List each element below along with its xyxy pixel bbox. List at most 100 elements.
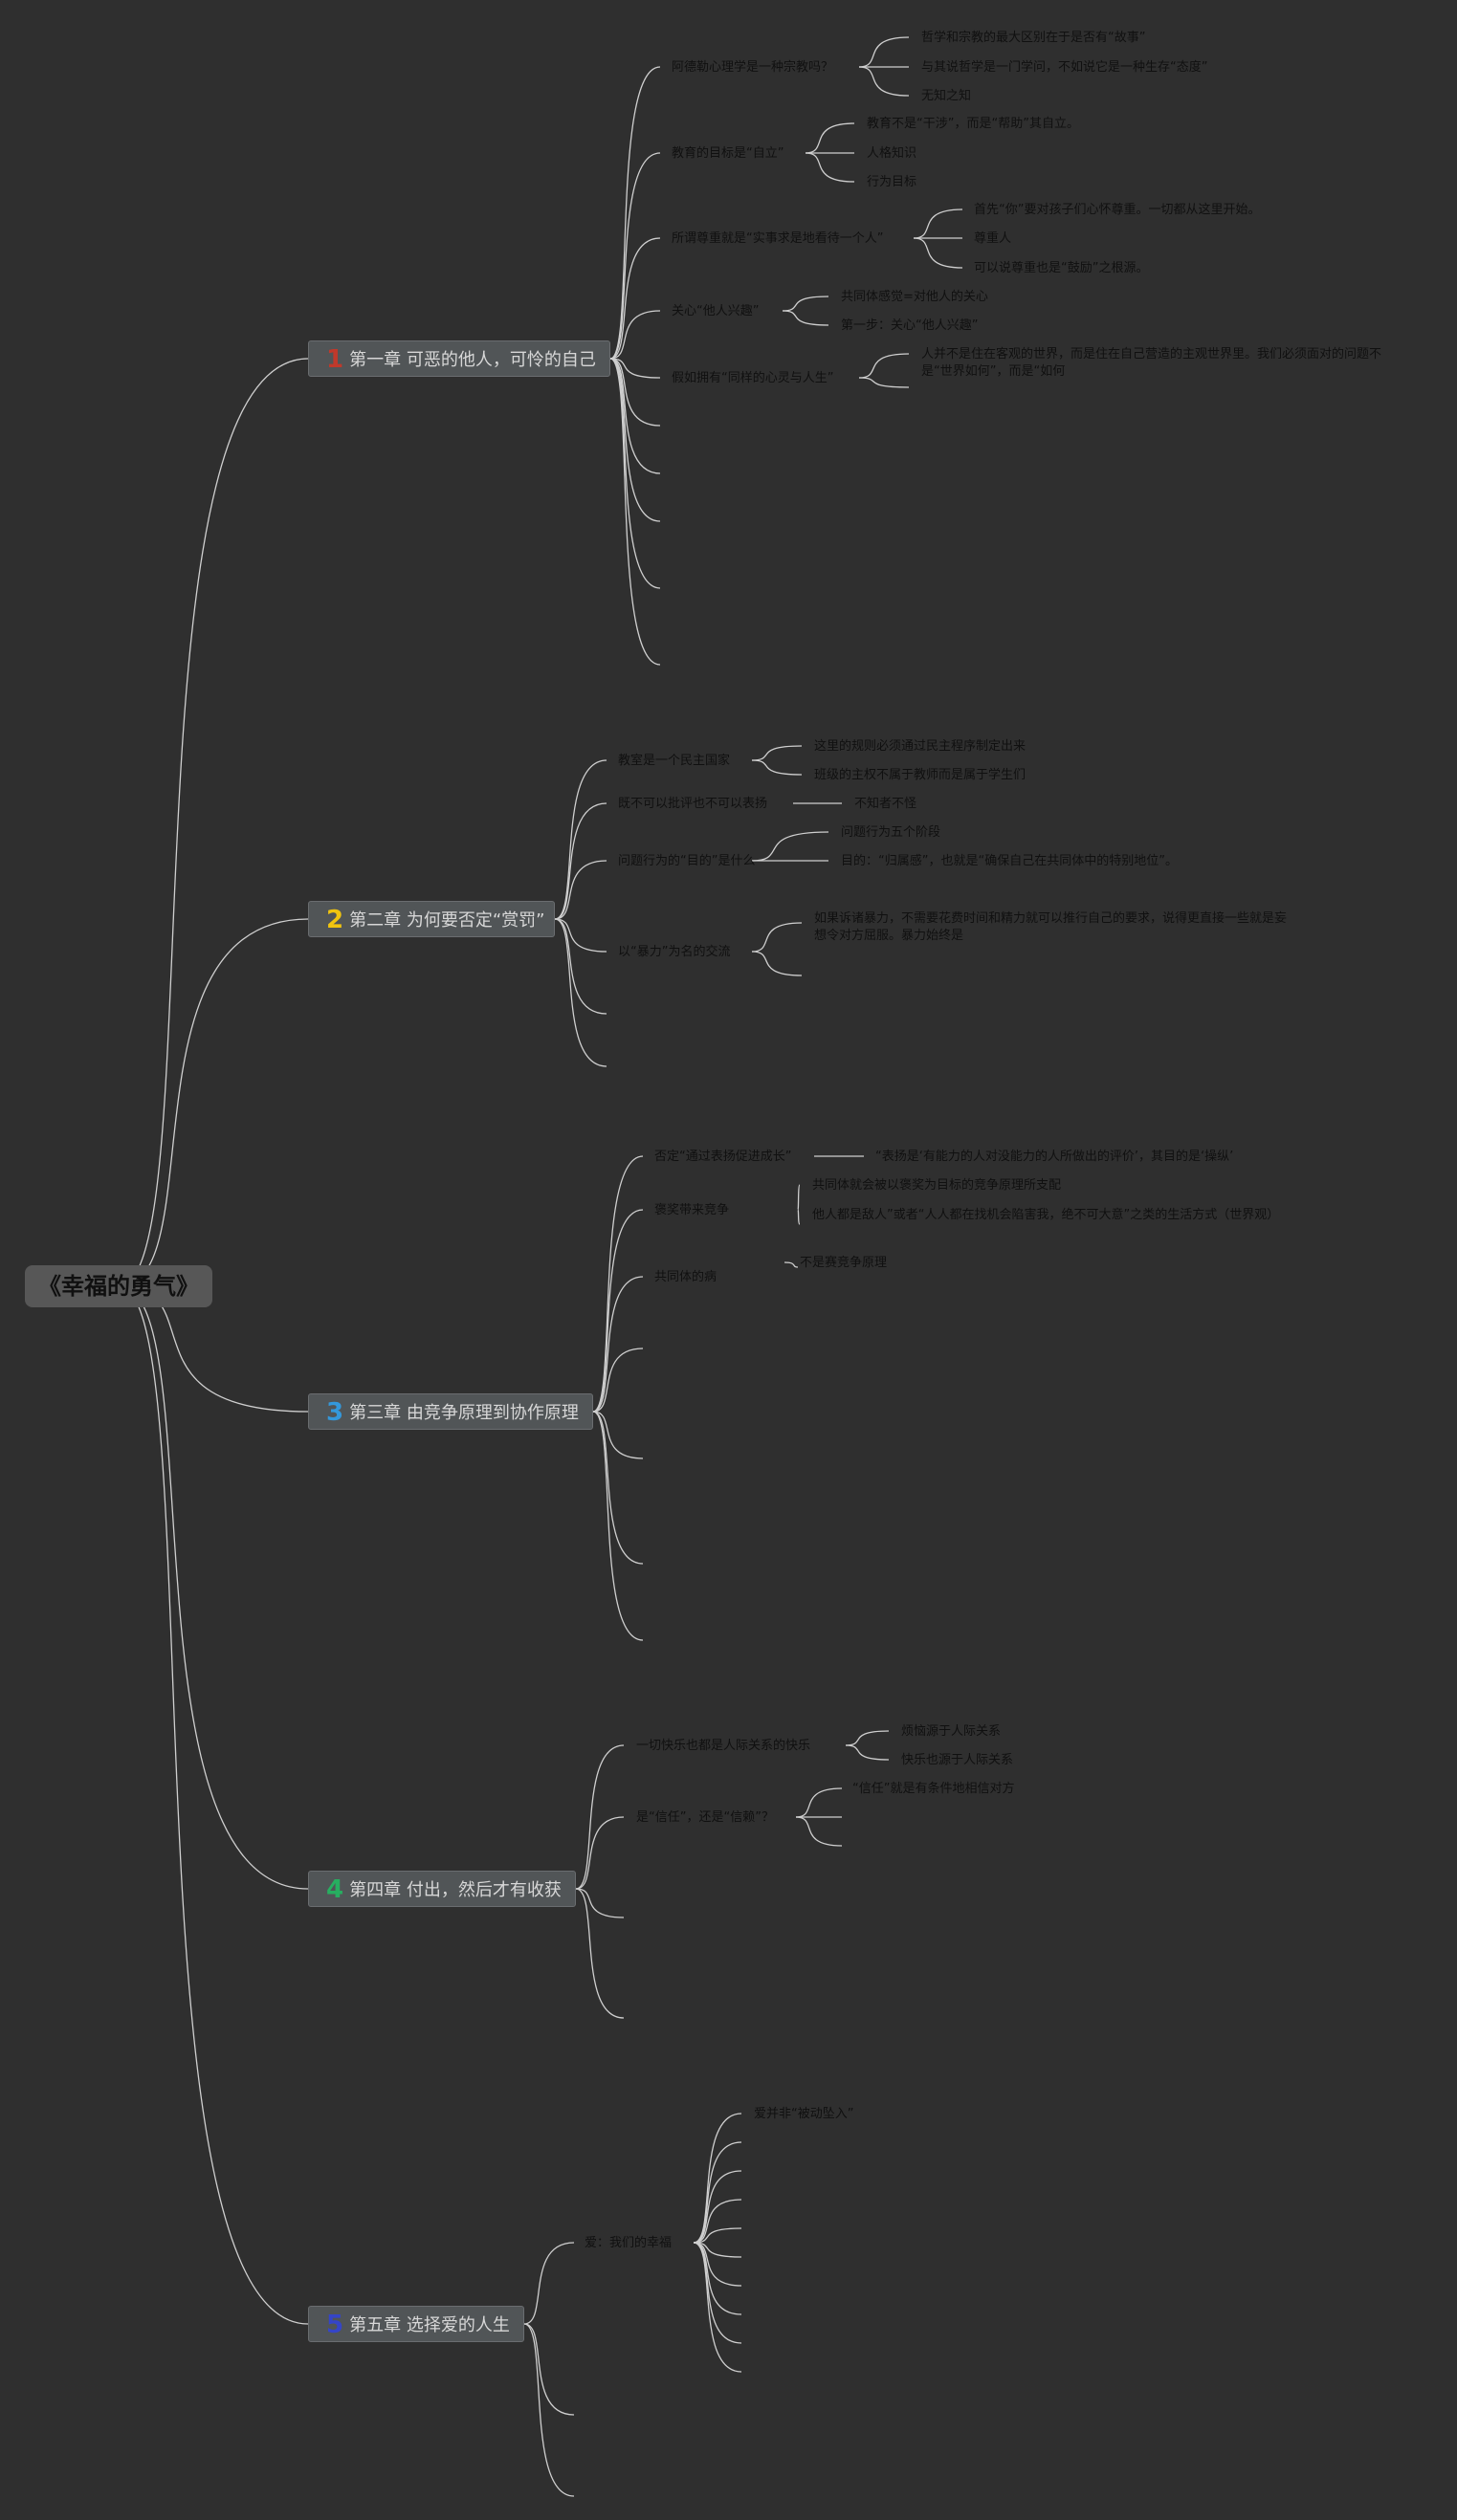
connector-curve: [575, 1888, 625, 2019]
leaf-node[interactable]: 行为目标: [867, 175, 917, 189]
topic-node[interactable]: 既不可以批评也不可以表扬: [618, 797, 768, 811]
connector-curve: [554, 759, 607, 920]
connector-curve: [693, 2242, 742, 2373]
chapter-number: 2: [326, 906, 344, 934]
connector-curve: [609, 237, 661, 360]
topic-node[interactable]: 一切快乐也都是人际关系的快乐: [636, 1739, 811, 1753]
topic-node[interactable]: 否定“通过表扬促进成长”: [654, 1150, 792, 1164]
chapter-title: 第五章 选择爱的人生: [349, 2315, 510, 2335]
topic-node[interactable]: 共同体的病: [654, 1270, 717, 1284]
topic-node[interactable]: 是“信任”，还是“信赖”？: [636, 1810, 774, 1825]
connector-curve: [554, 918, 607, 1067]
connector-curve: [592, 1155, 644, 1413]
connector-curve: [913, 237, 963, 269]
connector-curve: [609, 66, 661, 360]
connector-curve: [609, 358, 661, 522]
leaf-node[interactable]: 人格知识: [867, 146, 917, 161]
connector-curve: [782, 296, 829, 312]
topic-node[interactable]: 阿德勒心理学是一种宗教吗？: [672, 60, 834, 75]
leaf-node[interactable]: 共同体感觉=对他人的关心: [841, 290, 988, 304]
leaf-node[interactable]: 他人都是敌人”或者“人人都在找机会陷害我，绝不可大意”之类的生活方式（世界观）: [812, 1208, 1280, 1222]
leaf-node[interactable]: 这里的规则必须通过民主程序制定出来: [814, 739, 1027, 754]
connector-curve: [693, 2199, 742, 2244]
topic-node[interactable]: 爱：我们的幸福: [585, 2236, 673, 2250]
connector-curve: [575, 1744, 625, 1890]
leaf-node[interactable]: “信任”就是有条件地相信对方: [852, 1782, 1015, 1796]
chapter-number: 3: [326, 1398, 344, 1427]
connector-curve: [795, 1787, 843, 1818]
connector-curve: [805, 152, 855, 183]
connector-curve: [575, 1888, 625, 1918]
connector-curve: [858, 377, 910, 388]
leaf-node[interactable]: 人并不是住在客观的世界，而是住在自己营造的主观世界里。我们必须面对的问题不是“世…: [921, 347, 1382, 379]
leaf-node[interactable]: 首先“你”要对孩子们心怀尊重。一切都从这里开始。: [974, 203, 1261, 217]
chapter-number: 1: [326, 345, 344, 374]
leaf-node[interactable]: 共同体就会被以褒奖为目标的竞争原理所支配: [812, 1178, 1062, 1193]
topic-node[interactable]: 问题行为的“目的”是什么: [618, 854, 756, 868]
connector-curve: [845, 1744, 890, 1761]
topic-node[interactable]: 教育的目标是“自立”: [672, 146, 784, 161]
leaf-node[interactable]: 哲学和宗教的最大区别在于是否有“故事”: [921, 31, 1146, 45]
leaf-node[interactable]: 可以说尊重也是“鼓励”之根源。: [974, 261, 1149, 275]
connector-curve: [609, 358, 661, 589]
topic-node[interactable]: 褒奖带来竞争: [654, 1203, 730, 1217]
topic-node[interactable]: 假如拥有“同样的心灵与人生”: [672, 371, 834, 385]
leaf-node[interactable]: 尊重人: [974, 231, 1012, 246]
connector-curve: [751, 759, 803, 776]
connector-curve: [609, 358, 661, 474]
connector-curve: [858, 353, 910, 379]
topic-node[interactable]: 关心“他人兴趣”: [672, 304, 760, 318]
leaf-node[interactable]: 与其说哲学是一门学问，不如说它是一种生存“态度”: [921, 60, 1208, 75]
connector-curve: [693, 2242, 742, 2258]
leaf-node[interactable]: 不是赛竞争原理: [800, 1256, 888, 1270]
leaf-node[interactable]: 第一步：关心“他人兴趣”: [841, 318, 979, 333]
topic-node[interactable]: 以“暴力”为名的交流: [618, 945, 731, 959]
leaf-node[interactable]: 不知者不怪: [854, 797, 917, 811]
leaf-node[interactable]: 问题行为五个阶段: [841, 825, 941, 840]
connector-curve: [523, 2242, 575, 2325]
leaf-node[interactable]: 烦恼源于人际关系: [901, 1724, 1002, 1739]
connector-curve: [784, 1261, 799, 1268]
connector-curve: [609, 358, 661, 427]
connector-curve: [751, 951, 803, 976]
chapter-title: 第二章 为何要否定“赏罚”: [349, 910, 545, 931]
connector-curve: [751, 831, 829, 862]
leaf-node[interactable]: 班级的主权不属于教师而是属于学生们: [814, 768, 1027, 782]
connector-curve: [858, 66, 910, 97]
connector-curve: [805, 122, 855, 154]
connector-curve: [118, 1285, 309, 2325]
connector-curve: [693, 2242, 742, 2344]
chapter-title: 第四章 付出，然后才有收获: [349, 1880, 562, 1900]
connector-curve: [609, 358, 661, 379]
chapter-title: 第三章 由竞争原理到协作原理: [349, 1403, 579, 1423]
leaf-node[interactable]: 教育不是“干涉”，而是“帮助”其自立。: [867, 117, 1079, 131]
connector-curve: [592, 1276, 644, 1413]
root-node[interactable]: 《幸福的勇气》: [25, 1265, 212, 1307]
connector-curve: [782, 310, 829, 326]
connector-curve: [795, 1816, 843, 1847]
connector-curve: [858, 36, 910, 68]
chapter-number: 4: [326, 1875, 344, 1904]
connector-curve: [609, 152, 661, 360]
topic-node[interactable]: 所谓尊重就是“实事求是地看待一个人”: [672, 231, 884, 246]
chapter-title: 第一章 可恶的他人，可怜的自己: [349, 350, 596, 370]
connector-curve: [592, 1209, 644, 1413]
topic-node[interactable]: 教室是一个民主国家: [618, 754, 731, 768]
leaf-node[interactable]: 爱并非“被动坠入”: [754, 2107, 854, 2121]
leaf-node[interactable]: 无知之知: [921, 89, 972, 103]
leaf-node[interactable]: 如果诉诸暴力，不需要花费时间和精力就可以推行自己的要求，说得更直接一些就是妄想令…: [814, 911, 1288, 943]
connector-curve: [693, 2141, 742, 2244]
connector-curve: [575, 1816, 625, 1890]
leaf-node[interactable]: “表扬是‘有能力的人对没能力的人所做出的评价’，其目的是‘操纵’: [875, 1150, 1234, 1164]
leaf-node[interactable]: 目的：“归属感”，也就是“确保自己在共同体中的特别地位”。: [841, 854, 1178, 868]
connector-curve: [118, 358, 309, 1287]
connector-curve: [609, 358, 661, 666]
connector-curve: [523, 2323, 575, 2416]
leaf-node[interactable]: 快乐也源于人际关系: [901, 1753, 1014, 1767]
connector-curve: [554, 802, 607, 920]
